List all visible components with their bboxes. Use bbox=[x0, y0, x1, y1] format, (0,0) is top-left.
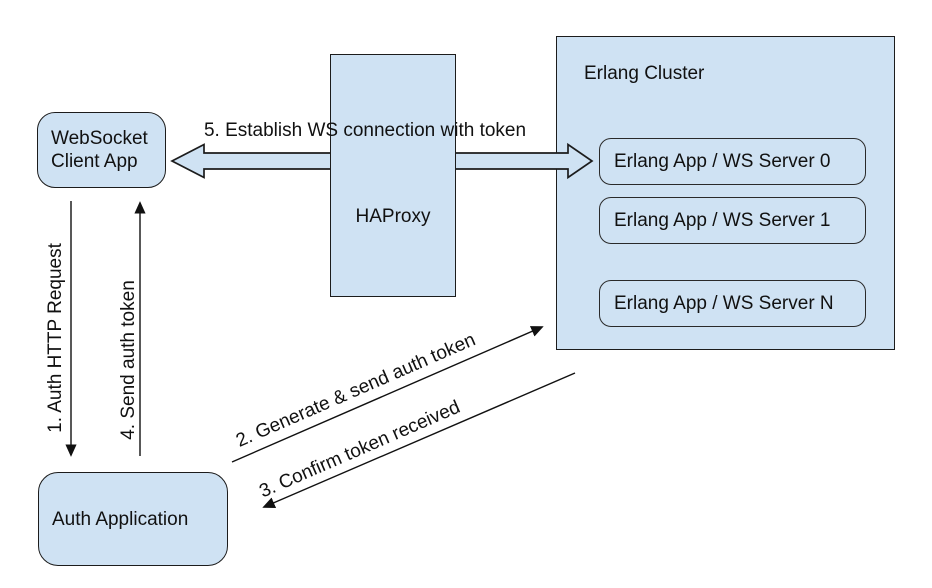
websocket-client-label-line2: Client App bbox=[51, 151, 138, 172]
confirm-token-arrow bbox=[262, 372, 576, 508]
erlang-cluster-node: Erlang Cluster Erlang App / WS Server 0 … bbox=[556, 36, 895, 350]
step5-label: 5. Establish WS connection with token bbox=[203, 120, 527, 141]
websocket-client-label-line1: WebSocket bbox=[51, 128, 148, 149]
auth-application-label: Auth Application bbox=[52, 508, 189, 530]
ws-server-n-label: Erlang App / WS Server N bbox=[614, 293, 834, 314]
haproxy-node: HAProxy bbox=[330, 54, 456, 297]
haproxy-label: HAProxy bbox=[355, 206, 431, 227]
step2-label: 2. Generate & send auth token bbox=[232, 329, 479, 452]
websocket-client-node: WebSocket Client App bbox=[37, 112, 166, 188]
ws-server-1-label: Erlang App / WS Server 1 bbox=[614, 210, 831, 231]
ws-server-0-node: Erlang App / WS Server 0 bbox=[599, 138, 866, 185]
step1-label: 1. Auth HTTP Request bbox=[45, 243, 66, 433]
ws-server-0-label: Erlang App / WS Server 0 bbox=[614, 151, 831, 172]
ws-server-n-node: Erlang App / WS Server N bbox=[599, 280, 866, 327]
ws-server-1-node: Erlang App / WS Server 1 bbox=[599, 197, 866, 244]
auth-application-node: Auth Application bbox=[38, 472, 228, 566]
erlang-cluster-label: Erlang Cluster bbox=[584, 63, 705, 84]
step4-label: 4. Send auth token bbox=[118, 280, 139, 440]
